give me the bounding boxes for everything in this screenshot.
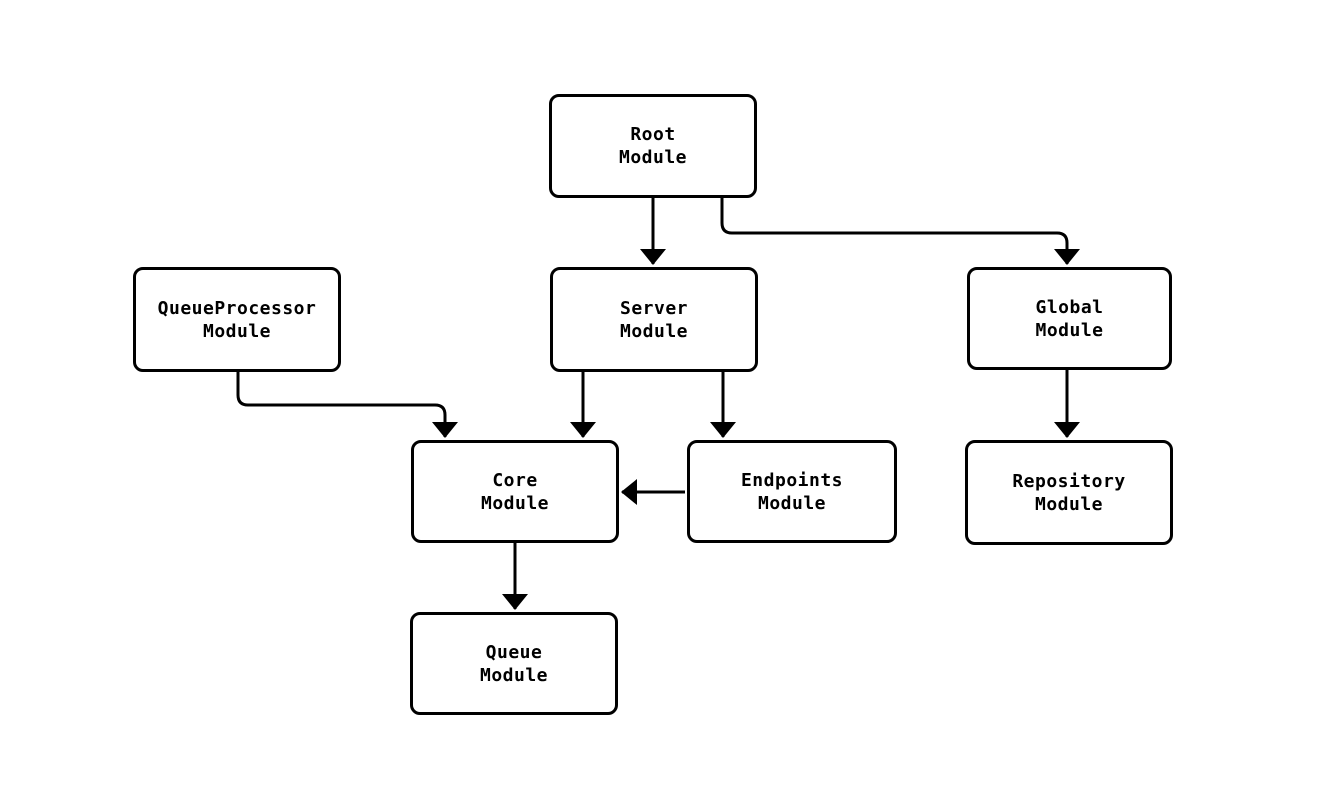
node-label-line2: Module bbox=[757, 492, 827, 514]
node-label-line1: Root bbox=[630, 124, 676, 145]
node-label-line1: Global bbox=[1035, 296, 1104, 318]
node-label-line2: Module bbox=[1034, 493, 1104, 515]
node-label-line1: Queue bbox=[485, 641, 543, 663]
node-label-line1: Server bbox=[619, 297, 689, 319]
node-label-line2: Module bbox=[618, 147, 688, 168]
node-label-line1: Core bbox=[492, 469, 538, 491]
edge-root-to-global bbox=[720, 198, 1080, 265]
node-label-line2: Module bbox=[202, 320, 272, 342]
node-label-line2: Module bbox=[1035, 319, 1104, 341]
node-label-line1: QueueProcessor bbox=[157, 297, 317, 319]
node-label-line2: Module bbox=[480, 492, 550, 514]
node-label-line2: Module bbox=[479, 664, 549, 686]
node-label-line1: Endpoints bbox=[740, 469, 844, 491]
edge-queueprocessor-to-core bbox=[236, 372, 458, 438]
node-label-line1: Repository bbox=[1012, 470, 1126, 492]
node-label-line2: Module bbox=[619, 320, 689, 342]
edge-paths-group bbox=[236, 198, 1080, 610]
